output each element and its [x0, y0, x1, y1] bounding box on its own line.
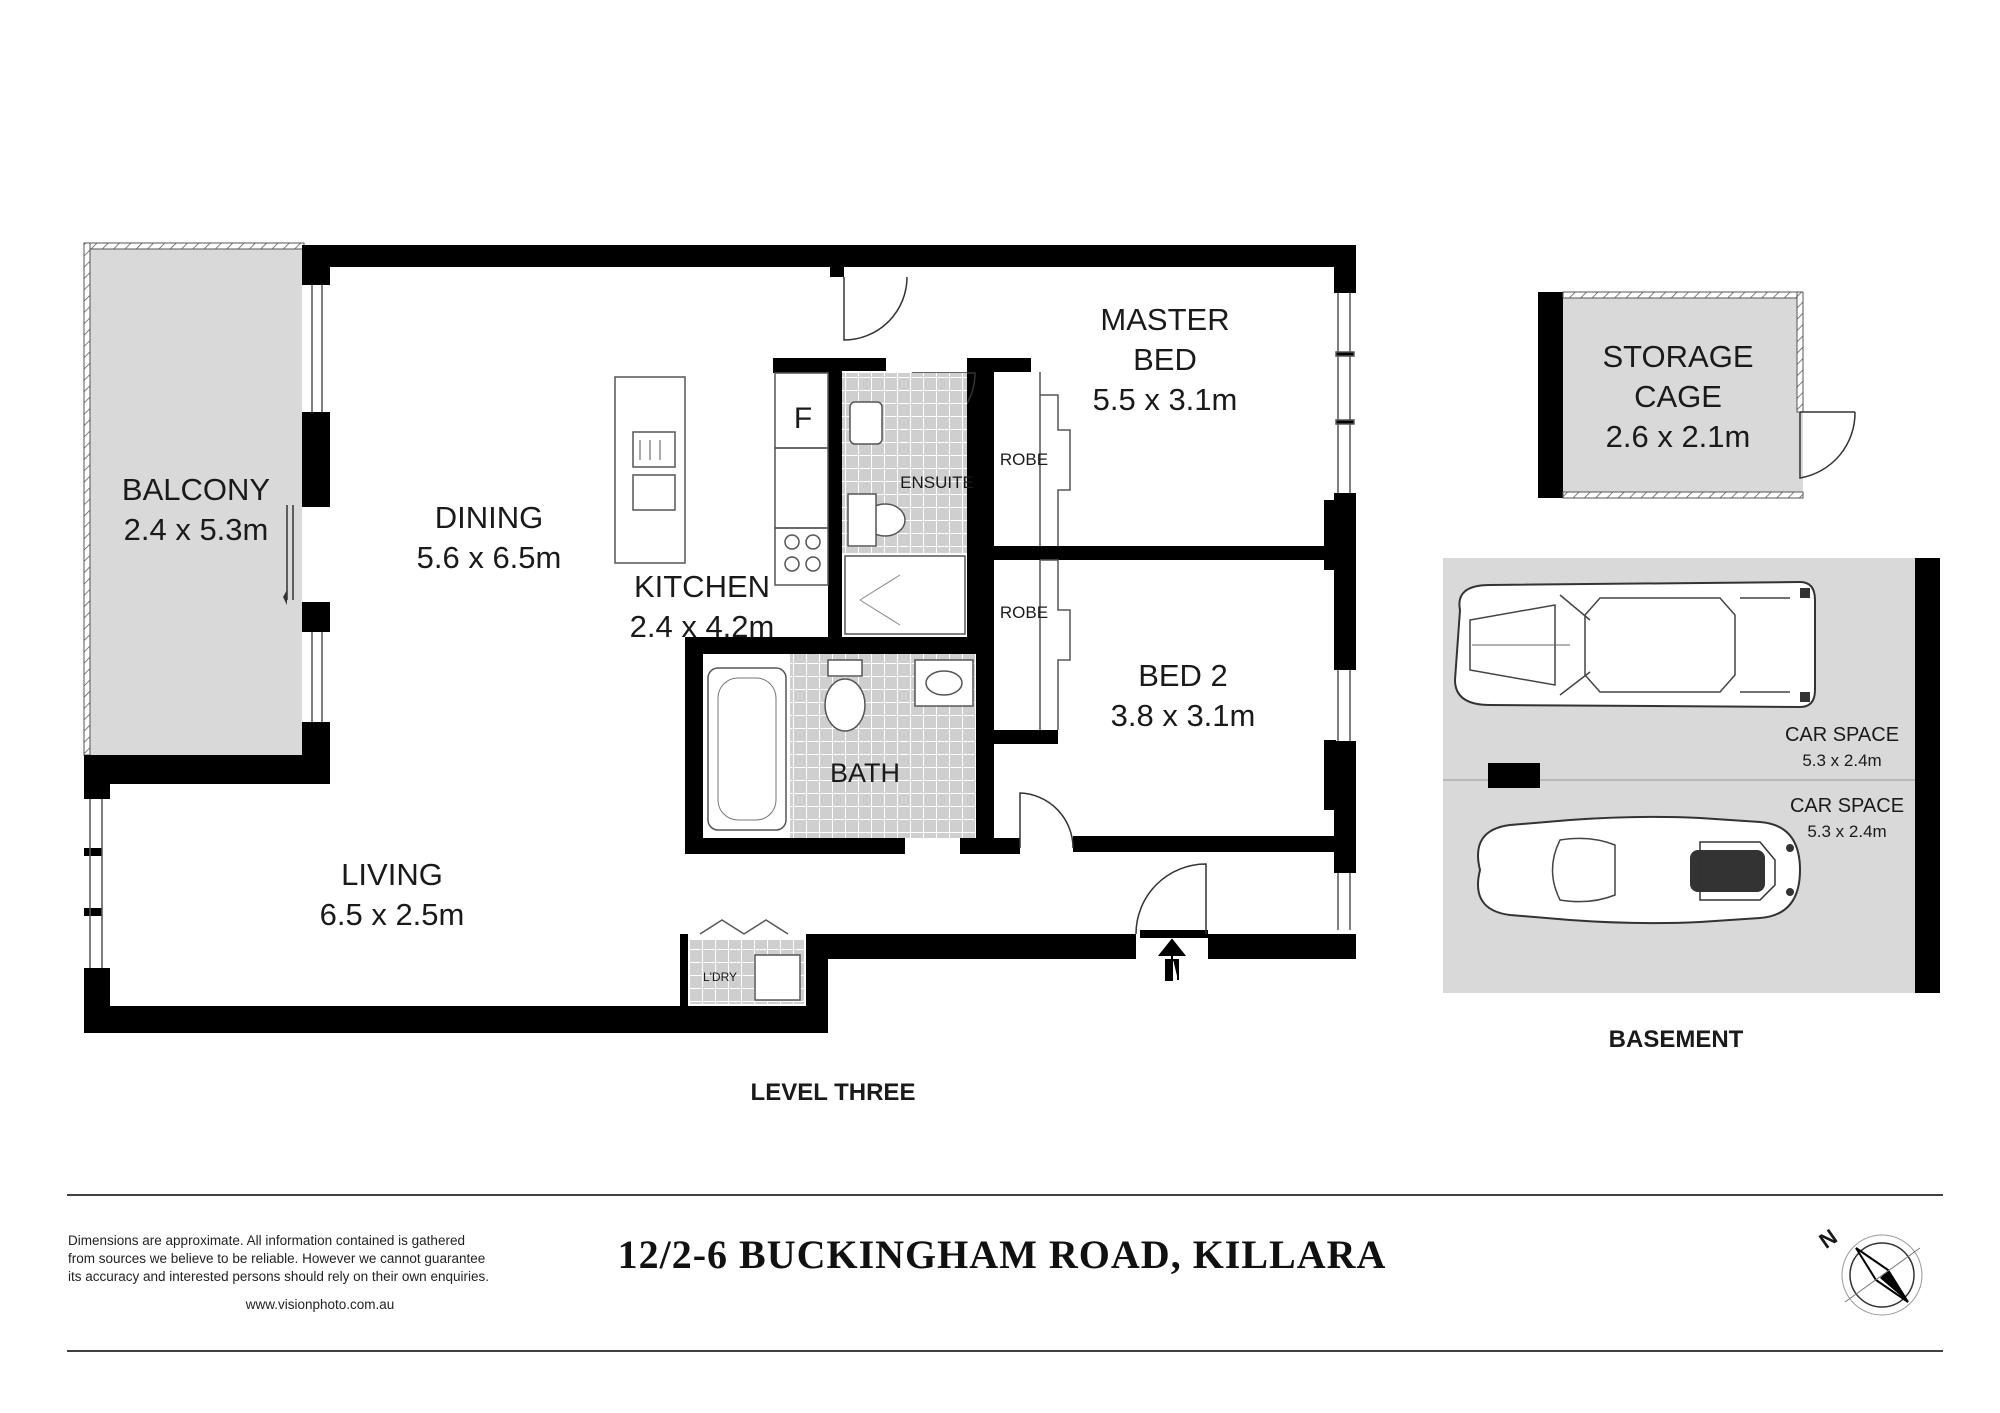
car-1-icon	[1453, 580, 1816, 709]
balcony-label: BALCONY	[122, 472, 270, 507]
master-bed-label-line1: MASTER	[1100, 302, 1229, 337]
storage-label-line1: STORAGE	[1602, 339, 1753, 374]
storage-cage	[1538, 291, 1856, 499]
living-label: LIVING	[341, 857, 443, 892]
balcony-size: 2.4 x 5.3m	[124, 512, 269, 547]
bath-room	[703, 654, 976, 838]
dining-label: DINING	[435, 500, 544, 535]
walls	[84, 245, 1356, 1033]
compass-icon	[1841, 1234, 1923, 1316]
disclaimer-line-2: from sources we believe to be reliable. …	[68, 1251, 485, 1266]
basement-title: BASEMENT	[1609, 1026, 1744, 1053]
car-space-1-size: 5.3 x 2.4m	[1802, 751, 1881, 770]
windows	[89, 285, 1355, 968]
entry-arrow-icon	[1157, 938, 1187, 981]
disclaimer-line-3: its accuracy and interested persons shou…	[68, 1269, 489, 1284]
dining-size: 5.6 x 6.5m	[417, 540, 562, 575]
level-three-title: LEVEL THREE	[751, 1079, 916, 1106]
robe-label-1: ROBE	[1000, 450, 1048, 469]
compass-north-label: N	[1814, 1224, 1841, 1254]
fridge-label: F	[794, 402, 812, 435]
ensuite-label: ENSUITE	[900, 473, 974, 492]
balcony-area	[83, 242, 305, 756]
website-text: www.visionphoto.com.au	[245, 1297, 395, 1312]
bed2-size: 3.8 x 3.1m	[1111, 698, 1256, 733]
ensuite-room	[842, 373, 967, 635]
disclaimer-line-1: Dimensions are approximate. All informat…	[68, 1233, 465, 1248]
kitchen-label: KITCHEN	[634, 569, 770, 604]
living-size: 6.5 x 2.5m	[320, 897, 465, 932]
car-space-2-label: CAR SPACE	[1790, 795, 1904, 817]
storage-label-line2: CAGE	[1634, 379, 1722, 414]
car-space-2-size: 5.3 x 2.4m	[1807, 822, 1886, 841]
kitchen-size: 2.4 x 4.2m	[630, 609, 775, 644]
laundry-label: L'DRY	[703, 970, 737, 984]
storage-size: 2.6 x 2.1m	[1606, 419, 1751, 454]
bath-label: BATH	[830, 758, 900, 788]
robe-label-2: ROBE	[1000, 603, 1048, 622]
master-bed-size: 5.5 x 3.1m	[1093, 382, 1238, 417]
car-2-icon	[1477, 815, 1802, 925]
robes	[1039, 372, 1071, 730]
laundry-room	[690, 919, 804, 1004]
bed2-label: BED 2	[1138, 658, 1228, 693]
property-address: 12/2-6 BUCKINGHAM ROAD, KILLARA	[618, 1232, 1387, 1277]
master-bed-label-line2: BED	[1133, 342, 1197, 377]
kitchen-fixtures	[614, 372, 829, 586]
car-space-1-label: CAR SPACE	[1785, 724, 1899, 746]
